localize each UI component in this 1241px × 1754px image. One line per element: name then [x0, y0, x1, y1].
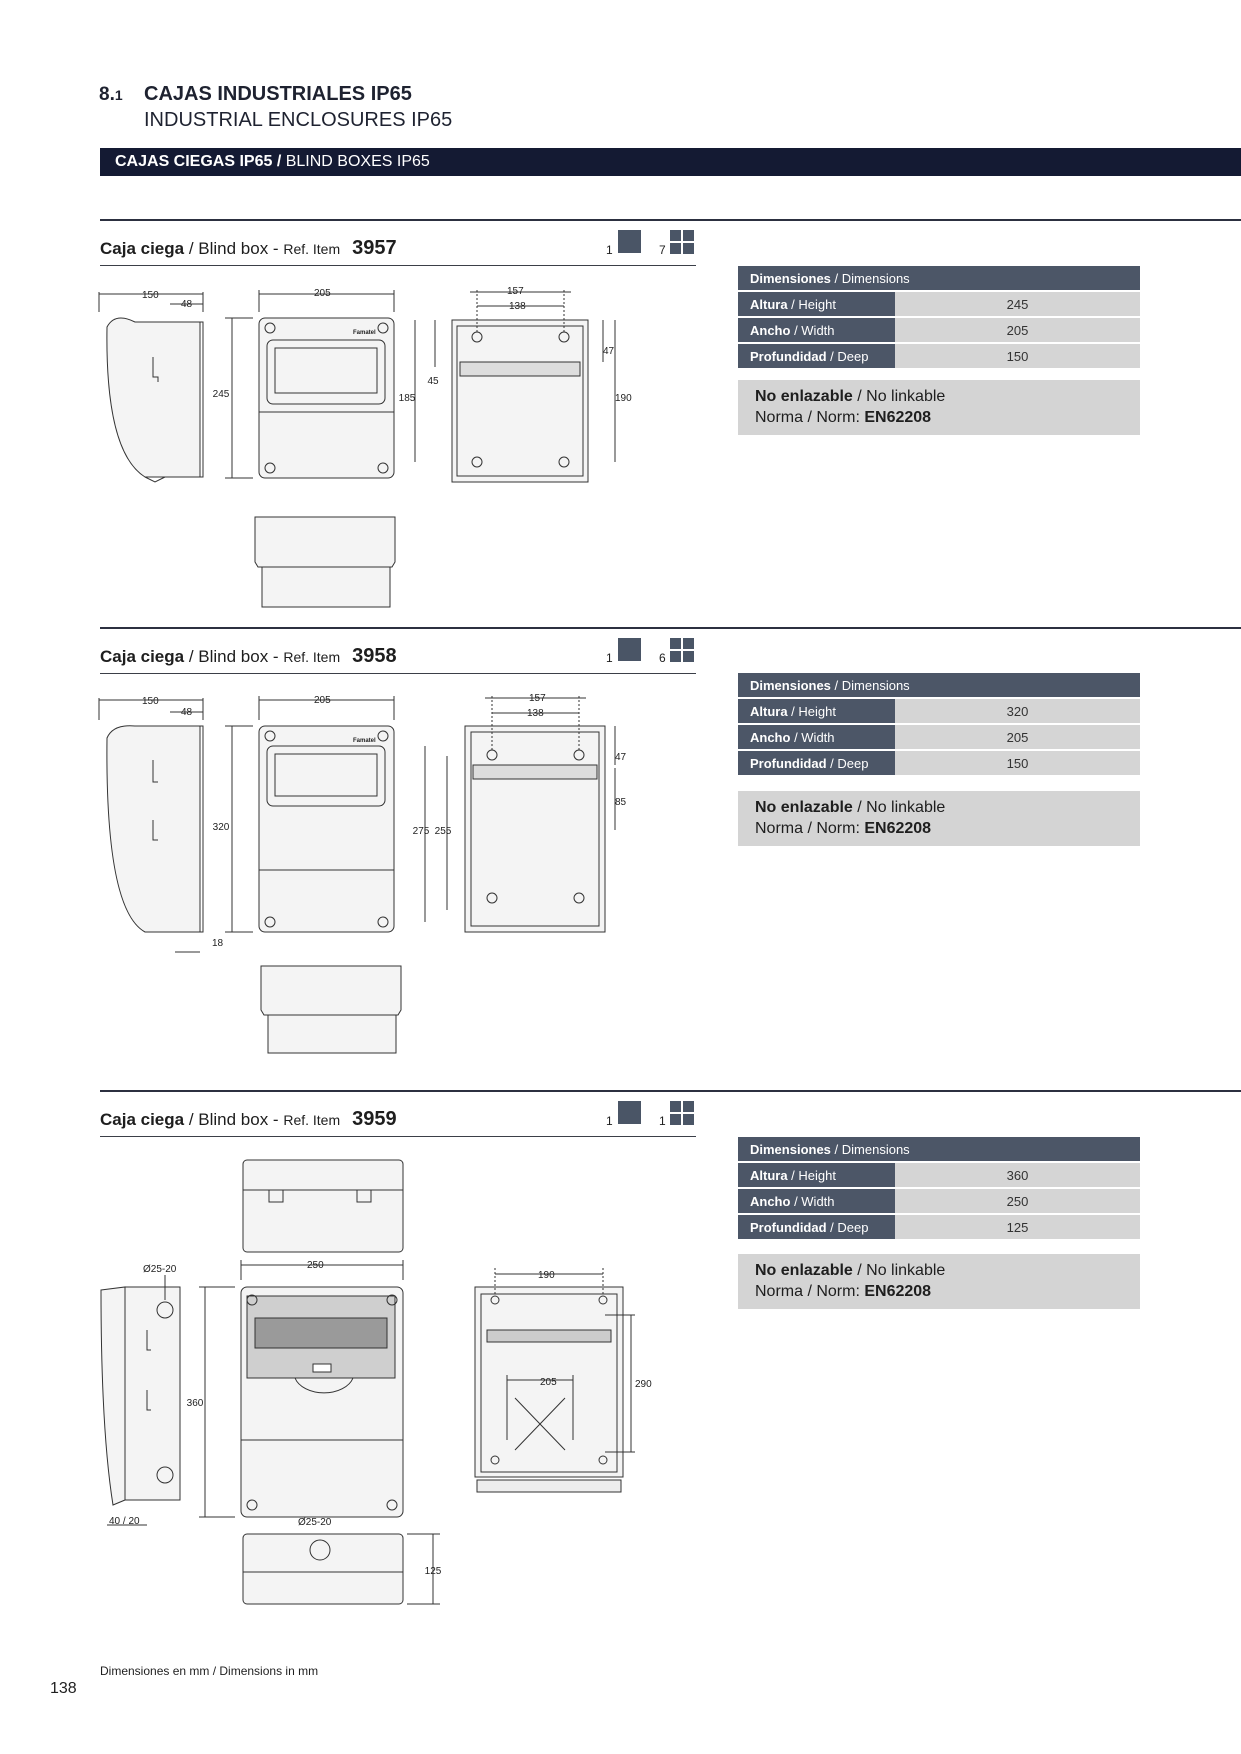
svg-text:138: 138	[527, 708, 544, 719]
pack-multi-count: 6	[659, 651, 666, 665]
pack-single-count: 1	[606, 651, 613, 665]
svg-text:Ø25-20: Ø25-20	[298, 1517, 332, 1528]
side-view	[98, 292, 204, 483]
item-separator	[100, 627, 1241, 629]
front-view	[199, 1260, 404, 1518]
multi-box-icon	[670, 230, 694, 254]
pack-single-count: 1	[606, 243, 613, 257]
svg-text:150: 150	[142, 696, 159, 707]
dimensions-header: Dimensiones / Dimensions	[738, 1137, 1140, 1161]
top-view	[242, 1159, 404, 1253]
svg-text:85: 85	[615, 797, 627, 808]
bottom-view	[242, 1533, 440, 1605]
dimensions-header: Dimensiones / Dimensions	[738, 673, 1140, 697]
single-box-icon	[618, 1101, 641, 1124]
svg-text:320: 320	[213, 822, 230, 833]
top-view	[254, 516, 396, 608]
side-view	[100, 1275, 181, 1526]
item-underline	[100, 1136, 696, 1137]
svg-text:360: 360	[187, 1398, 204, 1409]
svg-text:275: 275	[413, 826, 430, 837]
svg-text:150: 150	[142, 290, 159, 301]
multi-box-icon	[670, 638, 694, 662]
svg-text:18: 18	[212, 938, 224, 949]
svg-text:40 / 20: 40 / 20	[109, 1516, 140, 1527]
svg-text:205: 205	[314, 288, 331, 299]
svg-text:45: 45	[427, 376, 439, 387]
back-view	[414, 290, 616, 483]
svg-text:205: 205	[314, 695, 331, 706]
pack-multi-count: 1	[659, 1114, 666, 1128]
svg-text:157: 157	[529, 693, 546, 704]
svg-text:245: 245	[213, 389, 230, 400]
svg-text:190: 190	[538, 1270, 555, 1281]
section-subtitle: INDUSTRIAL ENCLOSURES IP65	[144, 109, 453, 131]
svg-text:Famatel: Famatel	[353, 738, 376, 744]
dimensions-table: Dimensiones / Dimensions Altura / Height…	[738, 1135, 1140, 1241]
pack-multi-count: 7	[659, 243, 666, 257]
svg-text:205: 205	[540, 1377, 557, 1388]
item-separator	[100, 219, 1241, 221]
section-number: 8.1	[99, 84, 123, 105]
svg-text:190: 190	[615, 393, 632, 404]
front-view	[225, 696, 395, 933]
dimensions-header: Dimensiones / Dimensions	[738, 266, 1140, 290]
page-number: 138	[50, 1680, 77, 1697]
technical-drawing-3957: 150 48 205 245 Famatel 157 138 185 45 47…	[98, 286, 632, 608]
svg-text:157: 157	[507, 286, 524, 297]
svg-text:47: 47	[615, 752, 627, 763]
technical-drawing-3959: Ø25-20 40 / 20 250 360 Ø25-20 125	[100, 1159, 652, 1605]
front-view	[225, 290, 395, 479]
dimensions-table: Dimensiones / Dimensions Altura / Height…	[738, 264, 1140, 370]
single-box-icon	[618, 230, 641, 253]
item-underline	[100, 673, 696, 674]
svg-text:290: 290	[635, 1379, 652, 1390]
top-view	[260, 965, 402, 1054]
svg-text:185: 185	[399, 393, 416, 404]
pack-single-count: 1	[606, 1114, 613, 1128]
svg-text:138: 138	[509, 301, 526, 312]
technical-drawing-3958: 150 48 18 205 320 Famatel 157 138 275 25…	[98, 693, 627, 1054]
dimensions-note: Dimensiones en mm / Dimensions in mm	[100, 1664, 319, 1678]
category-banner: CAJAS CIEGAS IP65 / BLIND BOXES IP65	[100, 148, 1241, 176]
svg-text:48: 48	[181, 707, 193, 718]
back-view	[424, 696, 616, 933]
svg-text:125: 125	[425, 1566, 442, 1577]
section-title: CAJAS INDUSTRIALES IP65	[144, 83, 412, 105]
svg-text:47: 47	[603, 346, 615, 357]
svg-text:250: 250	[307, 1260, 324, 1271]
svg-text:Ø25-20: Ø25-20	[143, 1264, 177, 1275]
linkable-note: No enlazable / No linkable Norma / Norm:…	[738, 791, 1140, 846]
item-underline	[100, 265, 696, 266]
side-view	[98, 698, 204, 953]
linkable-note: No enlazable / No linkable Norma / Norm:…	[738, 1254, 1140, 1309]
multi-box-icon	[670, 1101, 694, 1125]
single-box-icon	[618, 638, 641, 661]
item-separator	[100, 1090, 1241, 1092]
svg-text:Famatel: Famatel	[353, 330, 376, 336]
back-view	[474, 1268, 635, 1493]
linkable-note: No enlazable / No linkable Norma / Norm:…	[738, 380, 1140, 435]
svg-text:255: 255	[435, 826, 452, 837]
svg-text:48: 48	[181, 299, 193, 310]
dimensions-table: Dimensiones / Dimensions Altura / Height…	[738, 671, 1140, 777]
